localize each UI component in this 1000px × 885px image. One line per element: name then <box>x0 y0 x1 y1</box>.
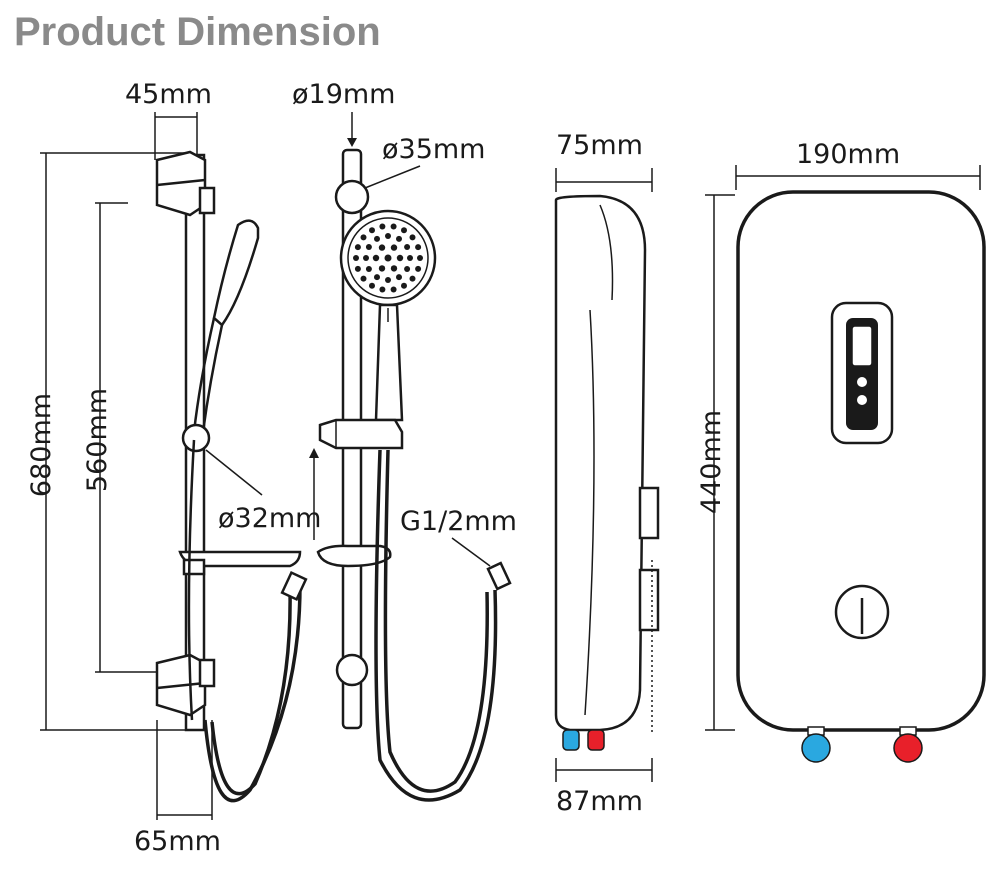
slider-diameter-label: ø32mm <box>218 503 321 534</box>
nozzle-dot <box>409 234 416 241</box>
heater-top-depth-label: 75mm <box>556 130 643 161</box>
nozzle-dot <box>374 274 380 281</box>
bracket-width-label: 45mm <box>125 79 212 110</box>
nozzle-dot <box>354 265 361 272</box>
heater-bottom-depth-label: 87mm <box>556 786 643 817</box>
nozzle-dot <box>396 254 404 262</box>
nozzle-dot <box>365 266 372 272</box>
nozzle-dot <box>369 227 375 234</box>
nozzle-dot <box>385 233 391 239</box>
nozzle-dot <box>354 244 361 251</box>
rail-diameter-label: ø19mm <box>292 79 395 110</box>
hose-thread-label: G1/2mm <box>400 506 517 537</box>
nozzle-dot <box>401 282 407 289</box>
hot-inlet <box>587 729 605 751</box>
nozzle-dot <box>378 244 386 251</box>
nozzle-dot <box>365 244 372 250</box>
nozzle-dot <box>417 255 423 261</box>
nozzle-dot <box>369 282 375 289</box>
water-heater-side-view: 75mm 87mm <box>554 130 660 817</box>
nozzle-dot <box>378 265 386 272</box>
nozzle-dot <box>385 277 391 283</box>
nozzle-dot <box>379 286 386 293</box>
nozzle-dot <box>415 244 422 251</box>
nozzle-dot <box>390 286 397 293</box>
nozzle-dot <box>415 265 422 272</box>
shower-head-nozzles <box>353 223 423 293</box>
nozzle-dot <box>404 266 411 272</box>
nozzle-dot <box>384 254 392 262</box>
nozzle-dot <box>401 227 407 234</box>
page-title: Product Dimension <box>14 10 381 54</box>
nozzle-dot <box>360 275 367 282</box>
rail-length-label: 680mm <box>26 393 57 497</box>
cold-inlet <box>562 729 580 751</box>
heater-width-label: 190mm <box>796 139 900 170</box>
nozzle-dot <box>396 274 402 281</box>
nozzle-dot <box>379 223 386 230</box>
cold-inlet-front <box>801 733 831 763</box>
nozzle-dot <box>374 235 380 242</box>
heater-height-label: 440mm <box>696 410 727 514</box>
nozzle-dot <box>372 254 380 262</box>
shower-rail-front-view: 45mm 680mm 560mm <box>26 79 308 857</box>
nozzle-dot <box>360 234 367 241</box>
head-joint-diameter-label: ø35mm <box>382 134 485 165</box>
bracket-depth-label: 65mm <box>134 826 221 857</box>
hot-inlet-front <box>893 733 923 763</box>
nozzle-dot <box>390 265 398 272</box>
nozzle-dot <box>404 244 411 250</box>
nozzle-dot <box>409 275 416 282</box>
water-heater-front-view: 190mm 440mm <box>696 139 986 763</box>
nozzle-dot <box>390 223 397 230</box>
nozzle-dot <box>353 255 359 261</box>
bracket-spacing-label: 560mm <box>82 388 113 492</box>
nozzle-dot <box>390 244 398 251</box>
shower-rail-side-view: ø19mm ø35mm G1/2mm <box>292 79 517 802</box>
nozzle-dot <box>363 255 369 261</box>
nozzle-dot <box>407 255 413 261</box>
nozzle-dot <box>396 235 402 242</box>
